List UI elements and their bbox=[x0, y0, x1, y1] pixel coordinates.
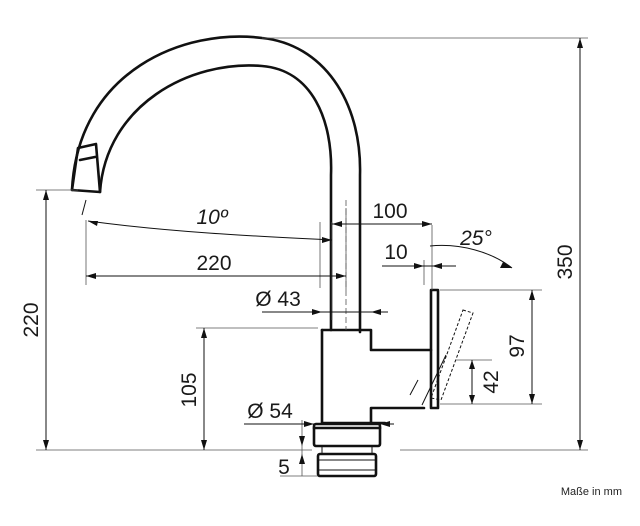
label-handle-lower: 42 bbox=[480, 370, 503, 393]
dimension-labels: 350 220 10º 100 220 10 25° Ø 43 97 105 4… bbox=[20, 200, 577, 479]
label-base-thickness: 5 bbox=[278, 456, 290, 479]
label-spout-reach: 220 bbox=[196, 252, 231, 275]
label-spout-height: 220 bbox=[20, 302, 43, 337]
label-body-height: 105 bbox=[178, 372, 201, 407]
label-handle-gap: 10 bbox=[384, 241, 407, 264]
label-handle-height: 97 bbox=[506, 334, 529, 357]
label-spout-angle: 10º bbox=[196, 206, 228, 229]
units-note: Maße in mm bbox=[561, 486, 622, 498]
extension-lines bbox=[36, 37, 588, 477]
label-base-diameter: Ø 54 bbox=[247, 400, 293, 423]
faucet-outline bbox=[70, 35, 474, 478]
label-spout-diameter: Ø 43 bbox=[255, 288, 301, 311]
label-handle-offset: 100 bbox=[372, 200, 407, 223]
label-total-height: 350 bbox=[554, 244, 577, 279]
label-handle-angle: 25° bbox=[459, 227, 492, 250]
dimension-lines bbox=[43, 38, 583, 464]
